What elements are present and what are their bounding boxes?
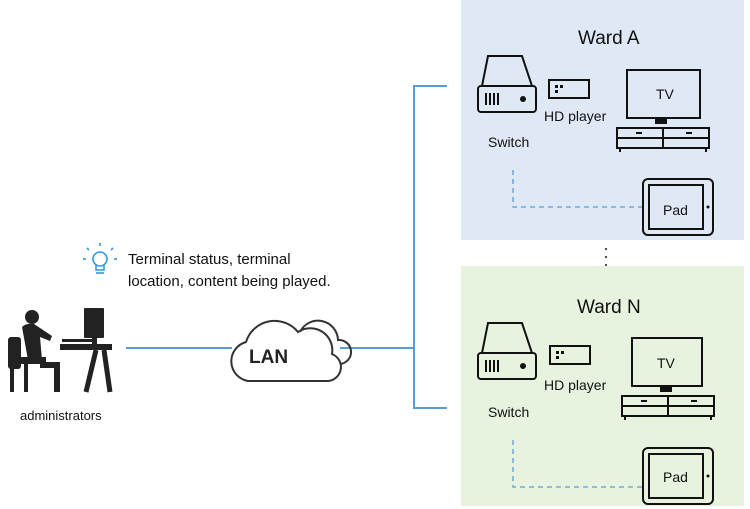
ward-a-panel xyxy=(461,0,744,240)
ward-a-switch-icon xyxy=(477,55,537,113)
ward-bus-bracket xyxy=(413,85,447,409)
ward-n-tv-icon xyxy=(621,337,715,420)
status-note-line-1: Terminal status, terminal xyxy=(128,251,291,268)
lightbulb-icon xyxy=(83,243,117,274)
ward-a-title: Ward A xyxy=(578,28,640,49)
status-note: Terminal status, terminal location, cont… xyxy=(128,249,331,293)
ward-n-pad-label: Pad xyxy=(663,469,688,485)
administrator-desk-icon xyxy=(8,308,113,393)
ward-n-switch-icon xyxy=(477,322,537,380)
ward-n-pad-link xyxy=(512,440,642,488)
ward-a-hd-player-label: HD player xyxy=(544,108,607,124)
ward-a-hd-player-icon xyxy=(548,79,590,99)
ward-n-hd-player-icon xyxy=(549,345,591,365)
ward-n-switch-label: Switch xyxy=(488,404,530,420)
ward-a-pad-link xyxy=(512,170,642,208)
connection-lines xyxy=(126,85,447,409)
ward-n-tv-label: TV xyxy=(657,355,675,371)
status-note-line-2: location, content being played. xyxy=(128,273,331,290)
ward-a-tv-label: TV xyxy=(656,86,674,102)
cloud-icon xyxy=(230,319,352,382)
administrators-label: administrators xyxy=(20,408,102,423)
ward-n-hd-player-label: HD player xyxy=(544,377,607,393)
ward-a-tv-icon xyxy=(616,69,710,152)
ward-n-title: Ward N xyxy=(577,297,641,318)
lan-label: LAN xyxy=(249,347,289,368)
ward-a-pad-label: Pad xyxy=(663,202,688,218)
pad-dashed-links xyxy=(512,170,642,488)
more-wards-ellipsis: ··· xyxy=(603,238,609,274)
ward-a-switch-label: Switch xyxy=(488,134,530,150)
ward-n-pad-icon xyxy=(642,447,714,505)
ward-a-pad-icon xyxy=(642,178,714,236)
